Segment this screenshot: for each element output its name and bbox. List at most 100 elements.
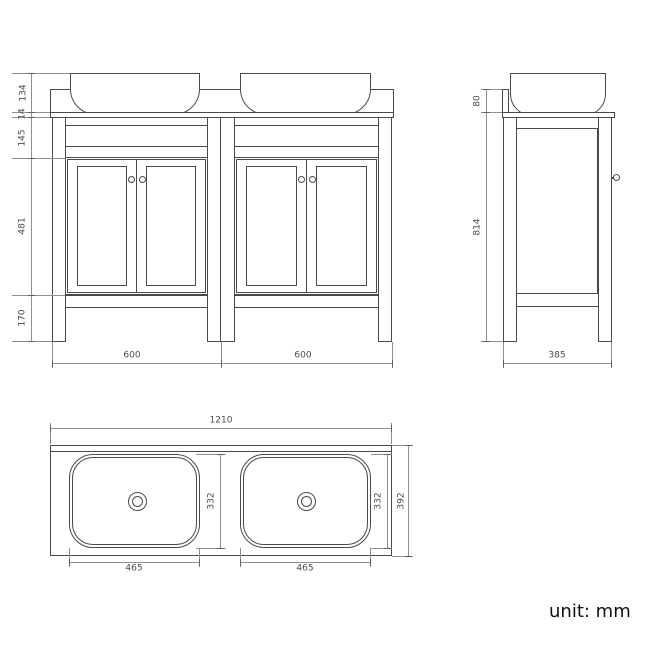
dim-tick [483,341,490,342]
dim-tick [217,548,224,549]
left-basin-width-dim-line [69,562,200,563]
ext-line [370,548,371,567]
dim-tick [391,425,392,432]
right-basin-width-dim-line [240,562,371,563]
dim-left-basin-depth: 332 [206,492,217,510]
right-basin-depth-dim-line [387,454,388,548]
dim-right-basin-depth: 332 [373,492,384,510]
side-height-dim-line [486,89,487,341]
plan-right-basin-outer-rim [240,454,371,548]
ext-line [392,556,413,557]
cabinet1-knob-right [139,176,146,183]
front-left-door-frame [65,157,208,295]
ext-line [50,423,51,444]
plan-left-drain-outer [128,492,147,511]
dim-apron-height: 145 [17,129,28,147]
cabinet2-door-right [306,159,377,293]
ext-line [392,445,413,446]
ext-line [12,295,65,296]
dim-tick [221,360,222,367]
dim-left-cabinet-width: 600 [123,350,141,361]
dim-tick [240,559,241,566]
side-depth-dim-line [503,363,611,364]
dim-right-cabinet-width: 600 [294,350,312,361]
cabinet1-door-right [136,159,206,293]
side-vessel-sink [510,73,606,116]
ext-line [611,342,612,368]
cabinet2-knob-left [298,176,305,183]
dim-tick [28,73,35,74]
side-leg-back [503,117,517,342]
plan-left-basin-inner-rim [72,457,197,545]
dim-tick [392,360,393,367]
dim-tick [50,425,51,432]
dim-tick [52,360,53,367]
ext-line [12,73,70,74]
dim-tick [199,559,200,566]
dim-depth: 385 [548,350,566,361]
dim-tick [28,158,35,159]
front-leg-outer-left [52,117,66,342]
ext-line [392,342,393,368]
dim-tick [69,559,70,566]
dim-cabinet-height: 814 [472,218,483,236]
ext-line [481,112,502,113]
plan-width-dim-line [50,428,392,429]
cabinet2-door-left-panel [246,166,297,286]
cabinet1-knob-left [128,176,135,183]
cabinet1-door-right-panel [146,166,196,286]
ext-line [221,342,222,368]
dim-tick [28,117,35,118]
ext-line [481,89,502,90]
plan-left-basin-outer-rim [69,454,200,548]
plan-backsplash-line [50,451,392,452]
front-leg-mid-left [207,117,221,342]
ext-line [481,341,503,342]
ext-line [69,548,70,567]
ext-line [391,423,392,444]
plan-right-drain-outer [297,492,316,511]
cabinet1-door-left-panel [77,166,127,286]
dim-tick [611,360,612,367]
front-left-vessel-sink [70,73,200,115]
front-right-vessel-sink [240,73,371,115]
dim-total-width: 1210 [209,415,233,426]
side-door-knob [613,174,620,181]
front-left-bottom-rail [65,295,208,308]
side-leg-front [598,117,612,342]
dim-tick [405,556,412,557]
plan-countertop [50,445,392,556]
dim-tick [370,559,371,566]
ext-line [199,548,200,567]
left-basin-depth-dim-line [220,454,221,548]
dim-sink-height: 134 [18,84,29,102]
front-leg-outer-right [378,117,392,342]
ext-line [196,454,226,455]
dim-tick [384,548,391,549]
dim-tick [28,112,35,113]
plan-right-basin-inner-rim [243,457,368,545]
dim-leg-height: 170 [17,309,28,327]
ext-line [371,454,392,455]
dim-tick [384,454,391,455]
front-leg-mid-right [220,117,235,342]
side-top-rail [503,117,612,129]
side-panel [516,129,598,293]
unit-note: unit: mm [549,601,631,622]
dim-door-height: 481 [17,217,28,235]
front-right-door-frame [234,157,379,295]
ext-line [52,342,53,368]
cabinet2-knob-right [309,176,316,183]
front-width-dim-line [52,363,392,364]
side-bottom-rail [503,293,612,307]
dim-tick [483,89,490,90]
dim-tick [405,445,412,446]
ext-line [240,548,241,567]
front-height-dim-line [31,73,32,341]
plan-depth-dim-line [408,445,409,556]
ext-line [371,548,392,549]
plan-right-drain-inner [301,496,312,507]
dim-backsplash-height: 80 [472,95,483,107]
front-right-apron-rail [234,125,379,147]
